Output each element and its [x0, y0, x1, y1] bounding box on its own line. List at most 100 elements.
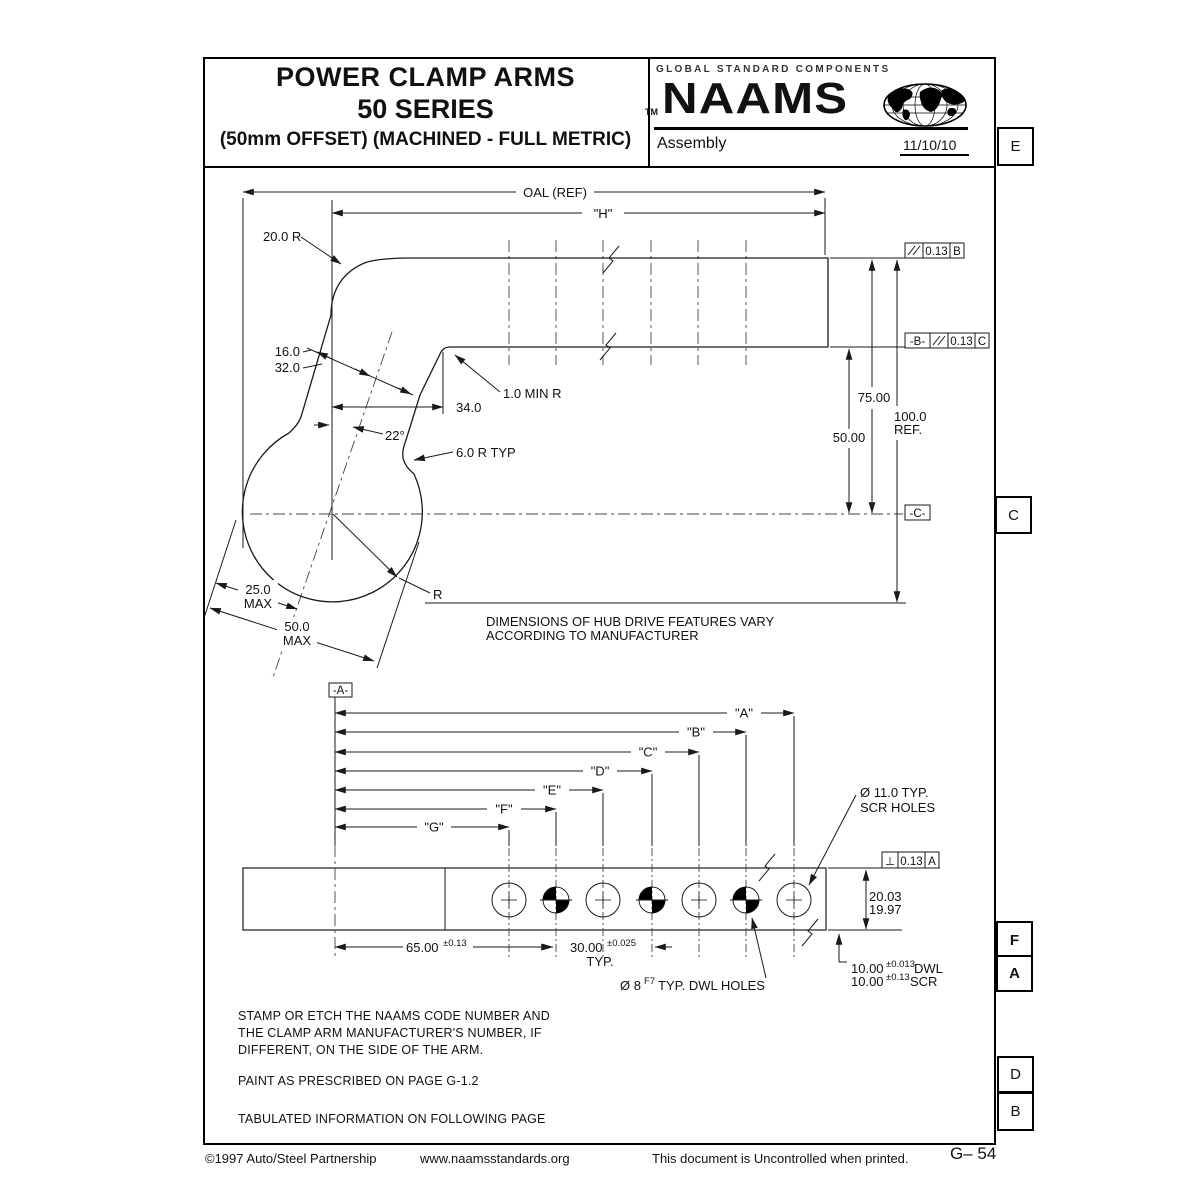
hub-radius-callout: R [332, 513, 442, 602]
dim-f-label: "F" [495, 802, 513, 817]
hub-note-line2: ACCORDING TO MANUFACTURER [486, 628, 699, 643]
sheet-subtitle: Assembly [657, 135, 727, 152]
r-label: R [433, 587, 442, 602]
header-divider [648, 57, 650, 168]
d30-tol: ±0.025 [607, 938, 636, 949]
bar-width-dimension: 20.03 19.97 [828, 869, 902, 931]
d16-label: 16.0 [275, 344, 300, 359]
d25max-label: MAX [244, 596, 273, 611]
note-stamp-line1: STAMP OR ETCH THE NAAMS CODE NUMBER AND [238, 1009, 551, 1023]
scr-note-line2: SCR HOLES [860, 800, 935, 815]
d100ref-label: REF. [894, 422, 922, 437]
d1997-label: 19.97 [869, 902, 902, 917]
edge2-suffix: SCR [910, 974, 937, 989]
min-radius-callout: 1.0 MIN R [454, 354, 562, 401]
perp-datum: A [928, 856, 936, 868]
scr-note-line1: Ø 11.0 TYP. [860, 785, 929, 800]
note-stamp: STAMP OR ETCH THE NAAMS CODE NUMBER AND … [238, 1008, 550, 1059]
edge2-label: 10.00 [851, 974, 884, 989]
zone-tab-b: B [997, 1092, 1034, 1131]
perp-tol: 0.13 [900, 856, 922, 868]
r6-label: 6.0 R TYP [456, 445, 516, 460]
brand-underline [654, 127, 968, 130]
dowel-holes [540, 886, 762, 914]
edge1-tol: ±0.013 [886, 959, 915, 970]
title-line1: POWER CLAMP ARMS [275, 62, 575, 92]
dowel-hole-callout: Ø 8 F7 TYP. DWL HOLES [620, 917, 767, 993]
engineering-drawing: OAL (REF) "H" 20.0 R 16.0 32.0 1.0 MIN R [203, 185, 990, 993]
edge-distance-dimension: 10.00 ±0.013 DWL 10.00 ±0.13 SCR [835, 933, 943, 989]
d50m-label: 50.0 [284, 619, 309, 634]
hub-note-line1: DIMENSIONS OF HUB DRIVE FEATURES VARY [486, 614, 775, 629]
dim-g-label: "G" [424, 820, 444, 835]
dim-e-label: "E" [543, 783, 561, 798]
hub-max-dimensions: 25.0 MAX 50.0 MAX [203, 519, 420, 669]
dim-d-label: "D" [591, 764, 610, 779]
edge1-suffix: DWL [914, 961, 943, 976]
clamp-arm-side-profile [241, 245, 829, 603]
radius-20-callout: 20.0 R [263, 229, 342, 265]
datum-b-label: -B- [910, 336, 926, 348]
note-tabulated: TABULATED INFORMATION ON FOLLOWING PAGE [238, 1112, 546, 1126]
d25-label: 25.0 [245, 582, 270, 597]
angle-label: 22° [385, 428, 405, 443]
note-paint: PAINT AS PRESCRIBED ON PAGE G-1.2 [238, 1074, 479, 1088]
parallelism-icon [932, 335, 946, 346]
flag-mid-datum: C [978, 336, 986, 348]
date-underline [900, 154, 969, 156]
sheet-border [203, 57, 996, 1145]
brand-tagline: GLOBAL STANDARD COMPONENTS [656, 64, 891, 75]
footer-copyright: ©1997 Auto/Steel Partnership [205, 1151, 377, 1166]
h-label: "H" [594, 206, 613, 221]
page-number: G– 54 [950, 1144, 997, 1163]
neck-width-dimensions: 16.0 32.0 [275, 344, 414, 396]
trademark-label: TM [645, 107, 658, 117]
zone-tab-e: E [997, 127, 1034, 166]
d2003-label: 20.03 [869, 889, 902, 904]
dwl-rest-label: TYP. DWL HOLES [658, 978, 765, 993]
dim-30: 30.00 ±0.025 TYP. [534, 938, 672, 969]
angle-22-callout: 22° [314, 421, 405, 443]
hole-position-dimensions: "A" "B" "C" "D" "E" "F" [334, 706, 795, 846]
dim-65: 65.00 ±0.13 [334, 938, 554, 955]
parallelism-icon [907, 245, 921, 256]
zone-tab-a: A [996, 955, 1033, 992]
perpendicularity-flag: ⊥ 0.13 A [828, 851, 940, 869]
datum-c-flag: -C- [904, 504, 931, 521]
oal-label: OAL (REF) [523, 185, 587, 200]
title-line2: 50 SERIES [357, 94, 494, 124]
min-r-label: 1.0 MIN R [503, 386, 562, 401]
dwl-dia-label: Ø 8 [620, 978, 641, 993]
screw-holes [491, 882, 812, 918]
d75-label: 75.00 [858, 390, 891, 405]
flag-mid-tol: 0.13 [950, 336, 972, 348]
screw-hole-callout: Ø 11.0 TYP. SCR HOLES [808, 785, 935, 886]
zone-tab-f: F [996, 921, 1033, 959]
parallelism-flag-top: 0.13 B [904, 242, 965, 259]
parallelism-flag-mid: -B- 0.13 C [904, 332, 990, 349]
d100-label: 100.0 [894, 409, 927, 424]
datum-c-label: -C- [910, 508, 926, 520]
note-stamp-line3: DIFFERENT, ON THE SIDE OF THE ARM. [238, 1043, 484, 1057]
d32-label: 32.0 [275, 360, 300, 375]
side-view-centerlines [250, 200, 903, 681]
perpendicularity-icon: ⊥ [885, 856, 895, 868]
h-dimension: "H" [331, 206, 826, 221]
header-separator [203, 166, 996, 168]
dim-a-label: "A" [735, 706, 753, 721]
dwl-fit-label: F7 [644, 976, 655, 987]
revision-date: 11/10/10 [903, 137, 957, 153]
zone-tab-d: D [997, 1056, 1034, 1093]
d30-typ: TYP. [586, 954, 613, 969]
d34-label: 34.0 [456, 400, 481, 415]
globe-icon [883, 83, 967, 127]
flag-top-tol: 0.13 [925, 246, 947, 258]
footer-url: www.naamsstandards.org [420, 1151, 570, 1166]
hub-note: DIMENSIONS OF HUB DRIVE FEATURES VARY AC… [486, 614, 775, 643]
d50-label: 50.00 [833, 430, 866, 445]
d65-label: 65.00 [406, 940, 439, 955]
height-dimensions: 50.00 75.00 100.0 REF. [425, 257, 927, 604]
footer-uncontrolled: This document is Uncontrolled when print… [652, 1151, 909, 1166]
plan-view-bar [242, 845, 827, 958]
